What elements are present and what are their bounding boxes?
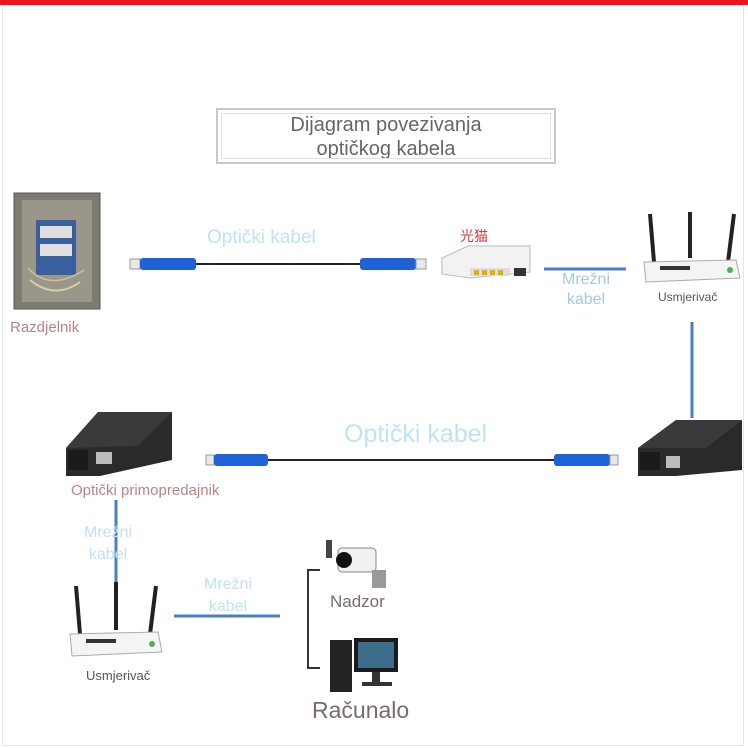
optical-modem-label: 光猫 xyxy=(460,228,488,244)
router-top-label: Usmjerivač xyxy=(658,290,718,304)
top-accent-bar xyxy=(0,0,748,5)
router-top-icon xyxy=(643,212,741,283)
diagram-title-line1: Dijagram povezivanja xyxy=(290,114,482,136)
router-bottom-icon xyxy=(69,582,163,657)
transceiver-label: Optički primopredajnik xyxy=(71,482,220,499)
fiber-cable-top xyxy=(129,258,427,270)
camera-icon xyxy=(326,540,386,588)
optical-modem-icon xyxy=(441,245,531,279)
network-cable-top-label: Mrežni kabel xyxy=(561,271,610,308)
network-cable-left-label: Mrežni kabel xyxy=(83,524,132,563)
transceiver-right-icon xyxy=(638,420,742,476)
computer-icon xyxy=(330,638,398,692)
transceiver-left-icon xyxy=(66,412,172,476)
camera-label: Nadzor xyxy=(330,592,385,611)
distribution-box-label: Razdjelnik xyxy=(10,319,80,336)
fiber-cable-middle xyxy=(205,454,619,466)
branch-bracket xyxy=(307,569,320,669)
network-cable-bottom-label: Mrežni kabel xyxy=(203,576,252,615)
fiber-cable-top-label: Optički kabel xyxy=(207,227,316,248)
distribution-box-icon xyxy=(13,192,101,310)
diagram-frame xyxy=(2,5,744,746)
diagram-title-line2: optičkog kabela xyxy=(316,138,456,160)
computer-label: Računalo xyxy=(312,697,410,723)
router-bottom-label: Usmjerivač xyxy=(86,668,151,683)
diagram-title-box: Dijagram povezivanja optičkog kabela xyxy=(216,108,556,164)
fiber-cable-middle-label: Optički kabel xyxy=(344,420,488,448)
